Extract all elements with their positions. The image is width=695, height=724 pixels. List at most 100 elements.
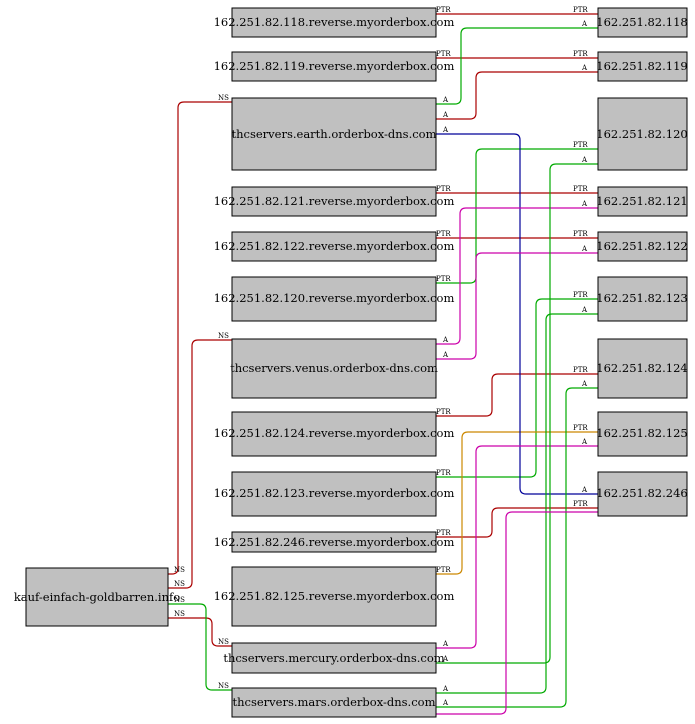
node-label: thcservers.mars.orderbox-dns.com xyxy=(233,695,436,709)
label-ns: NS xyxy=(218,94,229,102)
node-ip-123[interactable]: 162.251.82.123 xyxy=(596,276,688,322)
label-a: A xyxy=(442,336,449,344)
node-domain[interactable]: kauf-einfach-goldbarren.info xyxy=(14,567,180,627)
label-ptr: PTR xyxy=(436,469,451,477)
node-label: thcservers.venus.orderbox-dns.com xyxy=(230,361,438,375)
node-label: 162.251.82.124.reverse.myorderbox.com xyxy=(214,426,455,440)
label-ptr: PTR xyxy=(573,230,588,238)
edge-ns-earth xyxy=(168,101,232,575)
node-reverse-123[interactable]: 162.251.82.123.reverse.myorderbox.com xyxy=(214,471,455,517)
label-a: A xyxy=(442,111,449,119)
label-a: A xyxy=(442,699,449,707)
label-a: A xyxy=(581,156,588,164)
node-label: 162.251.82.124 xyxy=(596,361,687,375)
node-ip-121[interactable]: 162.251.82.121 xyxy=(596,186,688,217)
label-ptr: PTR xyxy=(436,185,451,193)
label-a: A xyxy=(581,438,588,446)
node-label: thcservers.earth.orderbox-dns.com xyxy=(231,127,436,141)
edge-a-earth-118 xyxy=(436,27,598,105)
node-label: 162.251.82.246.reverse.myorderbox.com xyxy=(214,535,455,549)
label-ptr: PTR xyxy=(573,50,588,58)
label-ptr: PTR xyxy=(436,50,451,58)
node-label: 162.251.82.246 xyxy=(596,486,687,500)
label-ns: NS xyxy=(218,638,229,646)
label-ns: NS xyxy=(174,566,185,574)
label-ptr: PTR xyxy=(573,424,588,432)
label-a: A xyxy=(581,20,588,28)
label-a: A xyxy=(581,64,588,72)
label-a: A xyxy=(442,96,449,104)
label-ns: NS xyxy=(174,610,185,618)
edge-labels: PTR PTR PTR PTR PTR PTR PTR PTR PTR PTR … xyxy=(174,6,588,707)
node-label: thcservers.mercury.orderbox-dns.com xyxy=(223,651,444,665)
label-ptr: PTR xyxy=(436,566,451,574)
label-a: A xyxy=(442,640,449,648)
node-label: 162.251.82.120 xyxy=(596,127,687,141)
node-label: 162.251.82.123 xyxy=(596,291,687,305)
node-ip-119[interactable]: 162.251.82.119 xyxy=(596,51,688,82)
node-label: 162.251.82.125.reverse.myorderbox.com xyxy=(214,589,455,603)
node-ip-118[interactable]: 162.251.82.118 xyxy=(596,7,688,38)
node-label: 162.251.82.118.reverse.myorderbox.com xyxy=(214,15,455,29)
label-a: A xyxy=(442,351,449,359)
label-ns: NS xyxy=(174,580,185,588)
node-venus[interactable]: thcservers.venus.orderbox-dns.com xyxy=(230,338,438,399)
label-ns: NS xyxy=(218,332,229,340)
edge-ptr-123 xyxy=(436,298,598,478)
node-reverse-246[interactable]: 162.251.82.246.reverse.myorderbox.com xyxy=(214,531,455,553)
node-reverse-118[interactable]: 162.251.82.118.reverse.myorderbox.com xyxy=(214,7,455,38)
edge-a-earth-246 xyxy=(436,133,598,495)
edge-a-mars-123 xyxy=(436,313,598,694)
node-label: 162.251.82.120.reverse.myorderbox.com xyxy=(214,291,455,305)
label-a: A xyxy=(581,245,588,253)
label-ptr: PTR xyxy=(436,230,451,238)
label-ptr: PTR xyxy=(573,141,588,149)
label-ptr: PTR xyxy=(573,185,588,193)
node-ip-124[interactable]: 162.251.82.124 xyxy=(596,338,688,399)
node-reverse-121[interactable]: 162.251.82.121.reverse.myorderbox.com xyxy=(214,186,455,217)
node-ip-120[interactable]: 162.251.82.120 xyxy=(596,97,688,171)
node-reverse-124[interactable]: 162.251.82.124.reverse.myorderbox.com xyxy=(214,411,455,457)
edge-a-mars-246 xyxy=(436,511,598,715)
node-label: 162.251.82.119.reverse.myorderbox.com xyxy=(214,59,455,73)
edge-a-venus-122 xyxy=(436,252,598,360)
label-a: A xyxy=(442,685,449,693)
node-reverse-125[interactable]: 162.251.82.125.reverse.myorderbox.com xyxy=(214,566,455,627)
label-a: A xyxy=(581,200,588,208)
node-ip-125[interactable]: 162.251.82.125 xyxy=(596,411,688,457)
label-ptr: PTR xyxy=(436,275,451,283)
label-ns: NS xyxy=(174,596,185,604)
node-mercury[interactable]: thcservers.mercury.orderbox-dns.com xyxy=(223,642,445,674)
nodes: kauf-einfach-goldbarren.info thcservers.… xyxy=(14,7,688,718)
label-ptr: PTR xyxy=(573,6,588,14)
node-label: 162.251.82.121 xyxy=(596,194,687,208)
node-label: 162.251.82.122 xyxy=(596,239,687,253)
node-ip-122[interactable]: 162.251.82.122 xyxy=(596,231,688,262)
node-reverse-120[interactable]: 162.251.82.120.reverse.myorderbox.com xyxy=(214,276,455,322)
label-a: A xyxy=(581,486,588,494)
edges xyxy=(168,13,598,715)
edge-ptr-125 xyxy=(436,431,598,575)
label-ptr: PTR xyxy=(573,500,588,508)
node-label: 162.251.82.118 xyxy=(596,15,687,29)
node-earth[interactable]: thcservers.earth.orderbox-dns.com xyxy=(231,97,437,171)
edge-ptr-246 xyxy=(436,507,598,538)
node-reverse-119[interactable]: 162.251.82.119.reverse.myorderbox.com xyxy=(214,51,455,82)
edge-a-mars-124 xyxy=(436,387,598,708)
node-reverse-122[interactable]: 162.251.82.122.reverse.myorderbox.com xyxy=(214,231,455,262)
label-a: A xyxy=(442,126,449,134)
node-mars[interactable]: thcservers.mars.orderbox-dns.com xyxy=(231,687,437,718)
edge-ptr-124 xyxy=(436,373,598,417)
edge-ns-mercury xyxy=(168,617,232,647)
node-ip-246[interactable]: 162.251.82.246 xyxy=(596,471,688,517)
node-label: 162.251.82.119 xyxy=(596,59,687,73)
label-ns: NS xyxy=(218,682,229,690)
label-ptr: PTR xyxy=(573,366,588,374)
edge-a-venus-121 xyxy=(436,207,598,345)
edge-a-mercury-125 xyxy=(436,445,598,649)
label-a: A xyxy=(581,306,588,314)
label-ptr: PTR xyxy=(573,291,588,299)
edge-a-earth-119 xyxy=(436,71,598,120)
